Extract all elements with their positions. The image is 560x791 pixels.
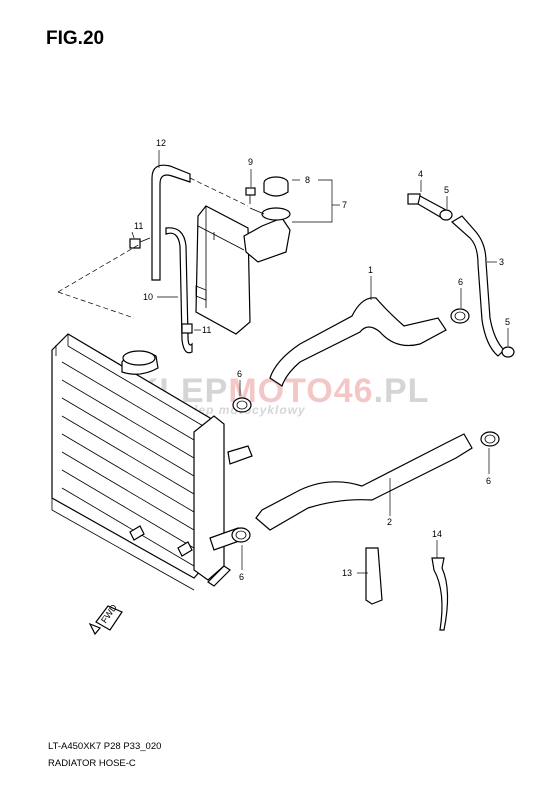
callout-6-right-upper: 6 (458, 277, 463, 287)
clamp-6-left-upper (232, 397, 252, 413)
fwd-arrow: FWD (88, 602, 123, 636)
reservoir-tank (195, 176, 291, 335)
hose-10 (165, 227, 193, 354)
clamp-5-upper (439, 209, 453, 221)
callout-6-left-lower: 6 (239, 572, 244, 582)
callout-labels: 12 9 8 7 4 5 3 6 5 1 6 11 10 11 2 6 6 13… (134, 138, 510, 582)
callout-6-right-lower: 6 (486, 476, 491, 486)
breather-hose-12 (151, 164, 191, 281)
radiator-hose-1 (269, 297, 447, 387)
radiator-hose-2 (255, 433, 473, 531)
footer-part-code: LT-A450XK7 P28 P33_020 (48, 741, 162, 752)
radiator (51, 333, 253, 591)
clamp-6-left-lower (231, 527, 251, 543)
callout-11-upper: 11 (134, 221, 143, 231)
clamp-6-right-upper (450, 308, 470, 324)
callout-13: 13 (342, 568, 352, 578)
watermark-part3: 46 (334, 372, 374, 410)
callout-3: 3 (499, 257, 504, 267)
callout-8: 8 (305, 175, 310, 185)
figure-title: FIG.20 (46, 28, 105, 49)
clamp-11-lower (181, 323, 193, 334)
bolt-9 (245, 187, 256, 204)
callout-9: 9 (248, 157, 253, 167)
clamp-11-upper (129, 237, 151, 249)
callout-5-lower: 5 (505, 317, 510, 327)
footer-section-name: RADIATOR HOSE-C (48, 758, 136, 769)
callout-10: 10 (143, 292, 153, 302)
callout-2: 2 (387, 517, 392, 527)
callout-5-upper: 5 (444, 185, 449, 195)
callout-12: 12 (156, 138, 166, 148)
cable-tie-14 (431, 557, 449, 631)
callout-11-lower: 11 (202, 325, 211, 335)
callout-14: 14 (432, 529, 442, 539)
callout-1: 1 (368, 265, 373, 275)
callout-7: 7 (342, 200, 347, 210)
callout-4: 4 (418, 169, 423, 179)
clamp-13 (365, 547, 383, 605)
watermark-part4: .PL (374, 372, 430, 410)
callout-6-left-upper: 6 (237, 369, 242, 379)
clamp-5-lower (501, 346, 515, 358)
leader-lines (57, 150, 509, 574)
clamp-6-right-lower (480, 431, 500, 447)
